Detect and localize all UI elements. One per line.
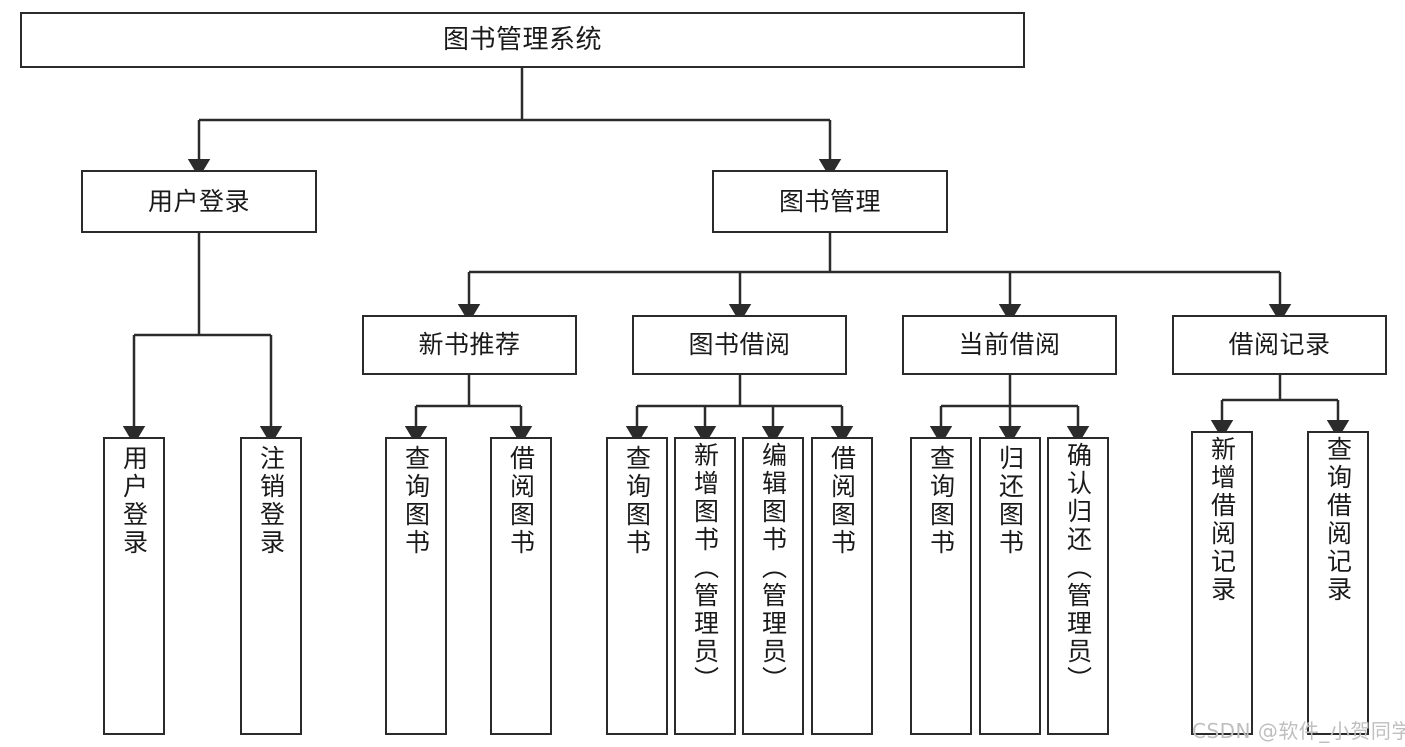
- node-leaf-edit-book-admin-label: 编辑图书（管理员）: [758, 442, 788, 694]
- node-leaf-query-book-2-label: 查询图书: [622, 445, 652, 557]
- node-user-login[interactable]: 用户登录: [81, 170, 317, 233]
- node-leaf-user-login-label: 用户登录: [119, 445, 149, 557]
- node-leaf-query-book-1[interactable]: 查询图书: [385, 437, 447, 735]
- node-root[interactable]: 图书管理系统: [20, 12, 1025, 68]
- node-leaf-borrow-book-1[interactable]: 借阅图书: [490, 437, 552, 735]
- node-leaf-confirm-return-admin[interactable]: 确认归还（管理员）: [1047, 437, 1109, 735]
- node-leaf-logout-login[interactable]: 注销登录: [240, 437, 302, 735]
- node-current-borrow[interactable]: 当前借阅: [902, 315, 1117, 375]
- node-leaf-borrow-book-2[interactable]: 借阅图书: [811, 437, 873, 735]
- node-leaf-edit-book-admin[interactable]: 编辑图书（管理员）: [742, 437, 804, 735]
- node-borrow-record[interactable]: 借阅记录: [1172, 315, 1387, 375]
- node-book-manage-label: 图书管理: [778, 186, 881, 216]
- node-leaf-add-borrow-record[interactable]: 新增借阅记录: [1191, 431, 1253, 735]
- node-leaf-borrow-book-1-label: 借阅图书: [506, 445, 536, 557]
- node-leaf-add-book-admin[interactable]: 新增图书（管理员）: [674, 437, 736, 735]
- node-book-borrow[interactable]: 图书借阅: [632, 315, 847, 375]
- node-leaf-query-borrow-record-label: 查询借阅记录: [1323, 436, 1353, 604]
- node-leaf-logout-login-label: 注销登录: [256, 445, 286, 557]
- node-borrow-record-label: 借阅记录: [1228, 330, 1331, 360]
- node-user-login-label: 用户登录: [147, 186, 250, 216]
- node-leaf-query-book-3-label: 查询图书: [926, 445, 956, 557]
- node-leaf-query-book-1-label: 查询图书: [401, 445, 431, 557]
- node-new-book-recommend-label: 新书推荐: [418, 330, 521, 360]
- node-leaf-add-book-admin-label: 新增图书（管理员）: [690, 442, 720, 694]
- node-leaf-confirm-return-admin-label: 确认归还（管理员）: [1063, 442, 1093, 694]
- node-leaf-borrow-book-2-label: 借阅图书: [827, 445, 857, 557]
- node-root-label: 图书管理系统: [442, 24, 602, 55]
- node-leaf-return-book[interactable]: 归还图书: [979, 437, 1041, 735]
- node-leaf-query-book-3[interactable]: 查询图书: [910, 437, 972, 735]
- node-leaf-add-borrow-record-label: 新增借阅记录: [1207, 436, 1237, 604]
- node-book-manage[interactable]: 图书管理: [712, 170, 948, 233]
- node-leaf-return-book-label: 归还图书: [995, 445, 1025, 557]
- node-new-book-recommend[interactable]: 新书推荐: [362, 315, 577, 375]
- node-leaf-query-borrow-record[interactable]: 查询借阅记录: [1307, 431, 1369, 735]
- csdn-watermark: CSDN @软件_小贺同学: [1192, 719, 1405, 743]
- node-leaf-user-login[interactable]: 用户登录: [103, 437, 165, 735]
- node-book-borrow-label: 图书借阅: [688, 330, 791, 360]
- node-current-borrow-label: 当前借阅: [958, 330, 1061, 360]
- node-leaf-query-book-2[interactable]: 查询图书: [606, 437, 668, 735]
